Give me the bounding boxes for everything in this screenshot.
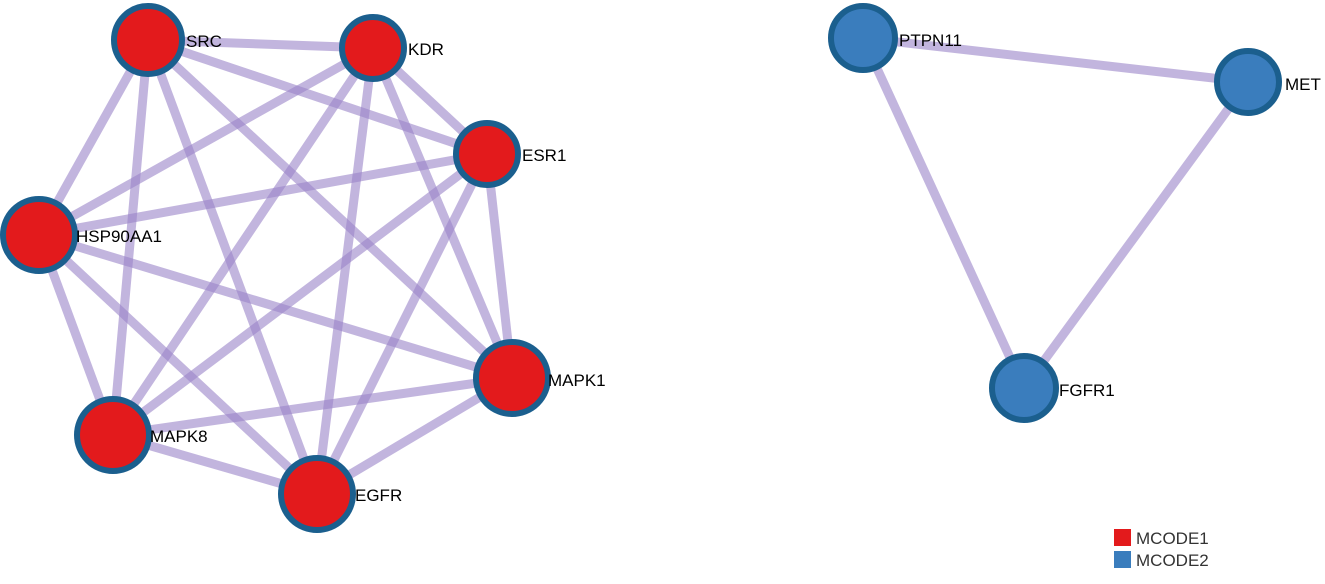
node-kdr[interactable]: KDR [339,14,444,82]
legend-swatch-mcode1 [1114,529,1131,546]
edge-ptpn11-met [862,33,1249,87]
edge-src-mapk8 [108,39,153,436]
node-label-mapk8: MAPK8 [150,427,208,446]
edge-kdr-mapk1 [368,46,517,380]
legend-swatch-mcode2 [1114,551,1131,568]
edge-esr1-egfr [312,151,492,497]
node-label-src: SRC [186,32,222,51]
edge-esr1-mapk8 [110,150,490,439]
edge-esr1-hsp90aa1 [38,149,488,240]
node-circle-mapk8 [74,396,152,474]
node-circle-egfr [278,455,356,533]
node-circle-met [1214,48,1282,116]
node-esr1[interactable]: ESR1 [453,120,566,188]
node-mapk1[interactable]: MAPK1 [473,339,606,417]
edge-kdr-egfr [312,47,378,495]
node-circle-kdr [339,14,407,82]
node-ptpn11[interactable]: PTPN11 [828,3,962,73]
node-src[interactable]: SRC [111,3,222,77]
edge-met-fgfr1 [1020,79,1252,391]
node-circle-hsp90aa1 [0,196,78,274]
node-label-ptpn11: PTPN11 [899,31,962,50]
edge-kdr-mapk8 [109,45,377,438]
node-circle-fgfr1 [989,353,1059,423]
edge-hsp90aa1-mapk1 [37,230,514,383]
legend: MCODE1 MCODE2 [1114,529,1209,570]
edge-src-kdr [147,35,374,53]
edge-src-mapk1 [144,36,516,382]
edge-src-egfr [143,38,322,496]
node-circle-mapk1 [473,339,551,417]
node-met[interactable]: MET [1214,48,1321,116]
node-label-kdr: KDR [408,40,444,59]
edge-kdr-hsp90aa1 [36,44,376,239]
edge-ptpn11-fgfr1 [858,36,1029,390]
node-mapk8[interactable]: MAPK8 [74,396,208,474]
edges-layer [34,33,1252,499]
node-label-egfr: EGFR [355,486,402,505]
edge-hsp90aa1-egfr [35,231,321,498]
node-label-fgfr1: FGFR1 [1059,381,1115,400]
legend-label-mcode2: MCODE2 [1136,551,1209,570]
node-circle-ptpn11 [828,3,898,73]
node-label-mapk1: MAPK1 [548,371,606,390]
node-label-hsp90aa1: HSP90AA1 [76,227,162,246]
node-circle-src [111,3,185,77]
node-label-met: MET [1285,75,1321,94]
edge-src-esr1 [146,35,489,159]
node-fgfr1[interactable]: FGFR1 [989,353,1115,423]
node-circle-esr1 [453,120,521,188]
node-egfr[interactable]: EGFR [278,455,402,533]
node-hsp90aa1[interactable]: HSP90AA1 [0,196,162,274]
node-label-esr1: ESR1 [522,146,566,165]
edge-mapk1-mapk8 [112,373,513,440]
legend-label-mcode1: MCODE1 [1136,529,1209,548]
